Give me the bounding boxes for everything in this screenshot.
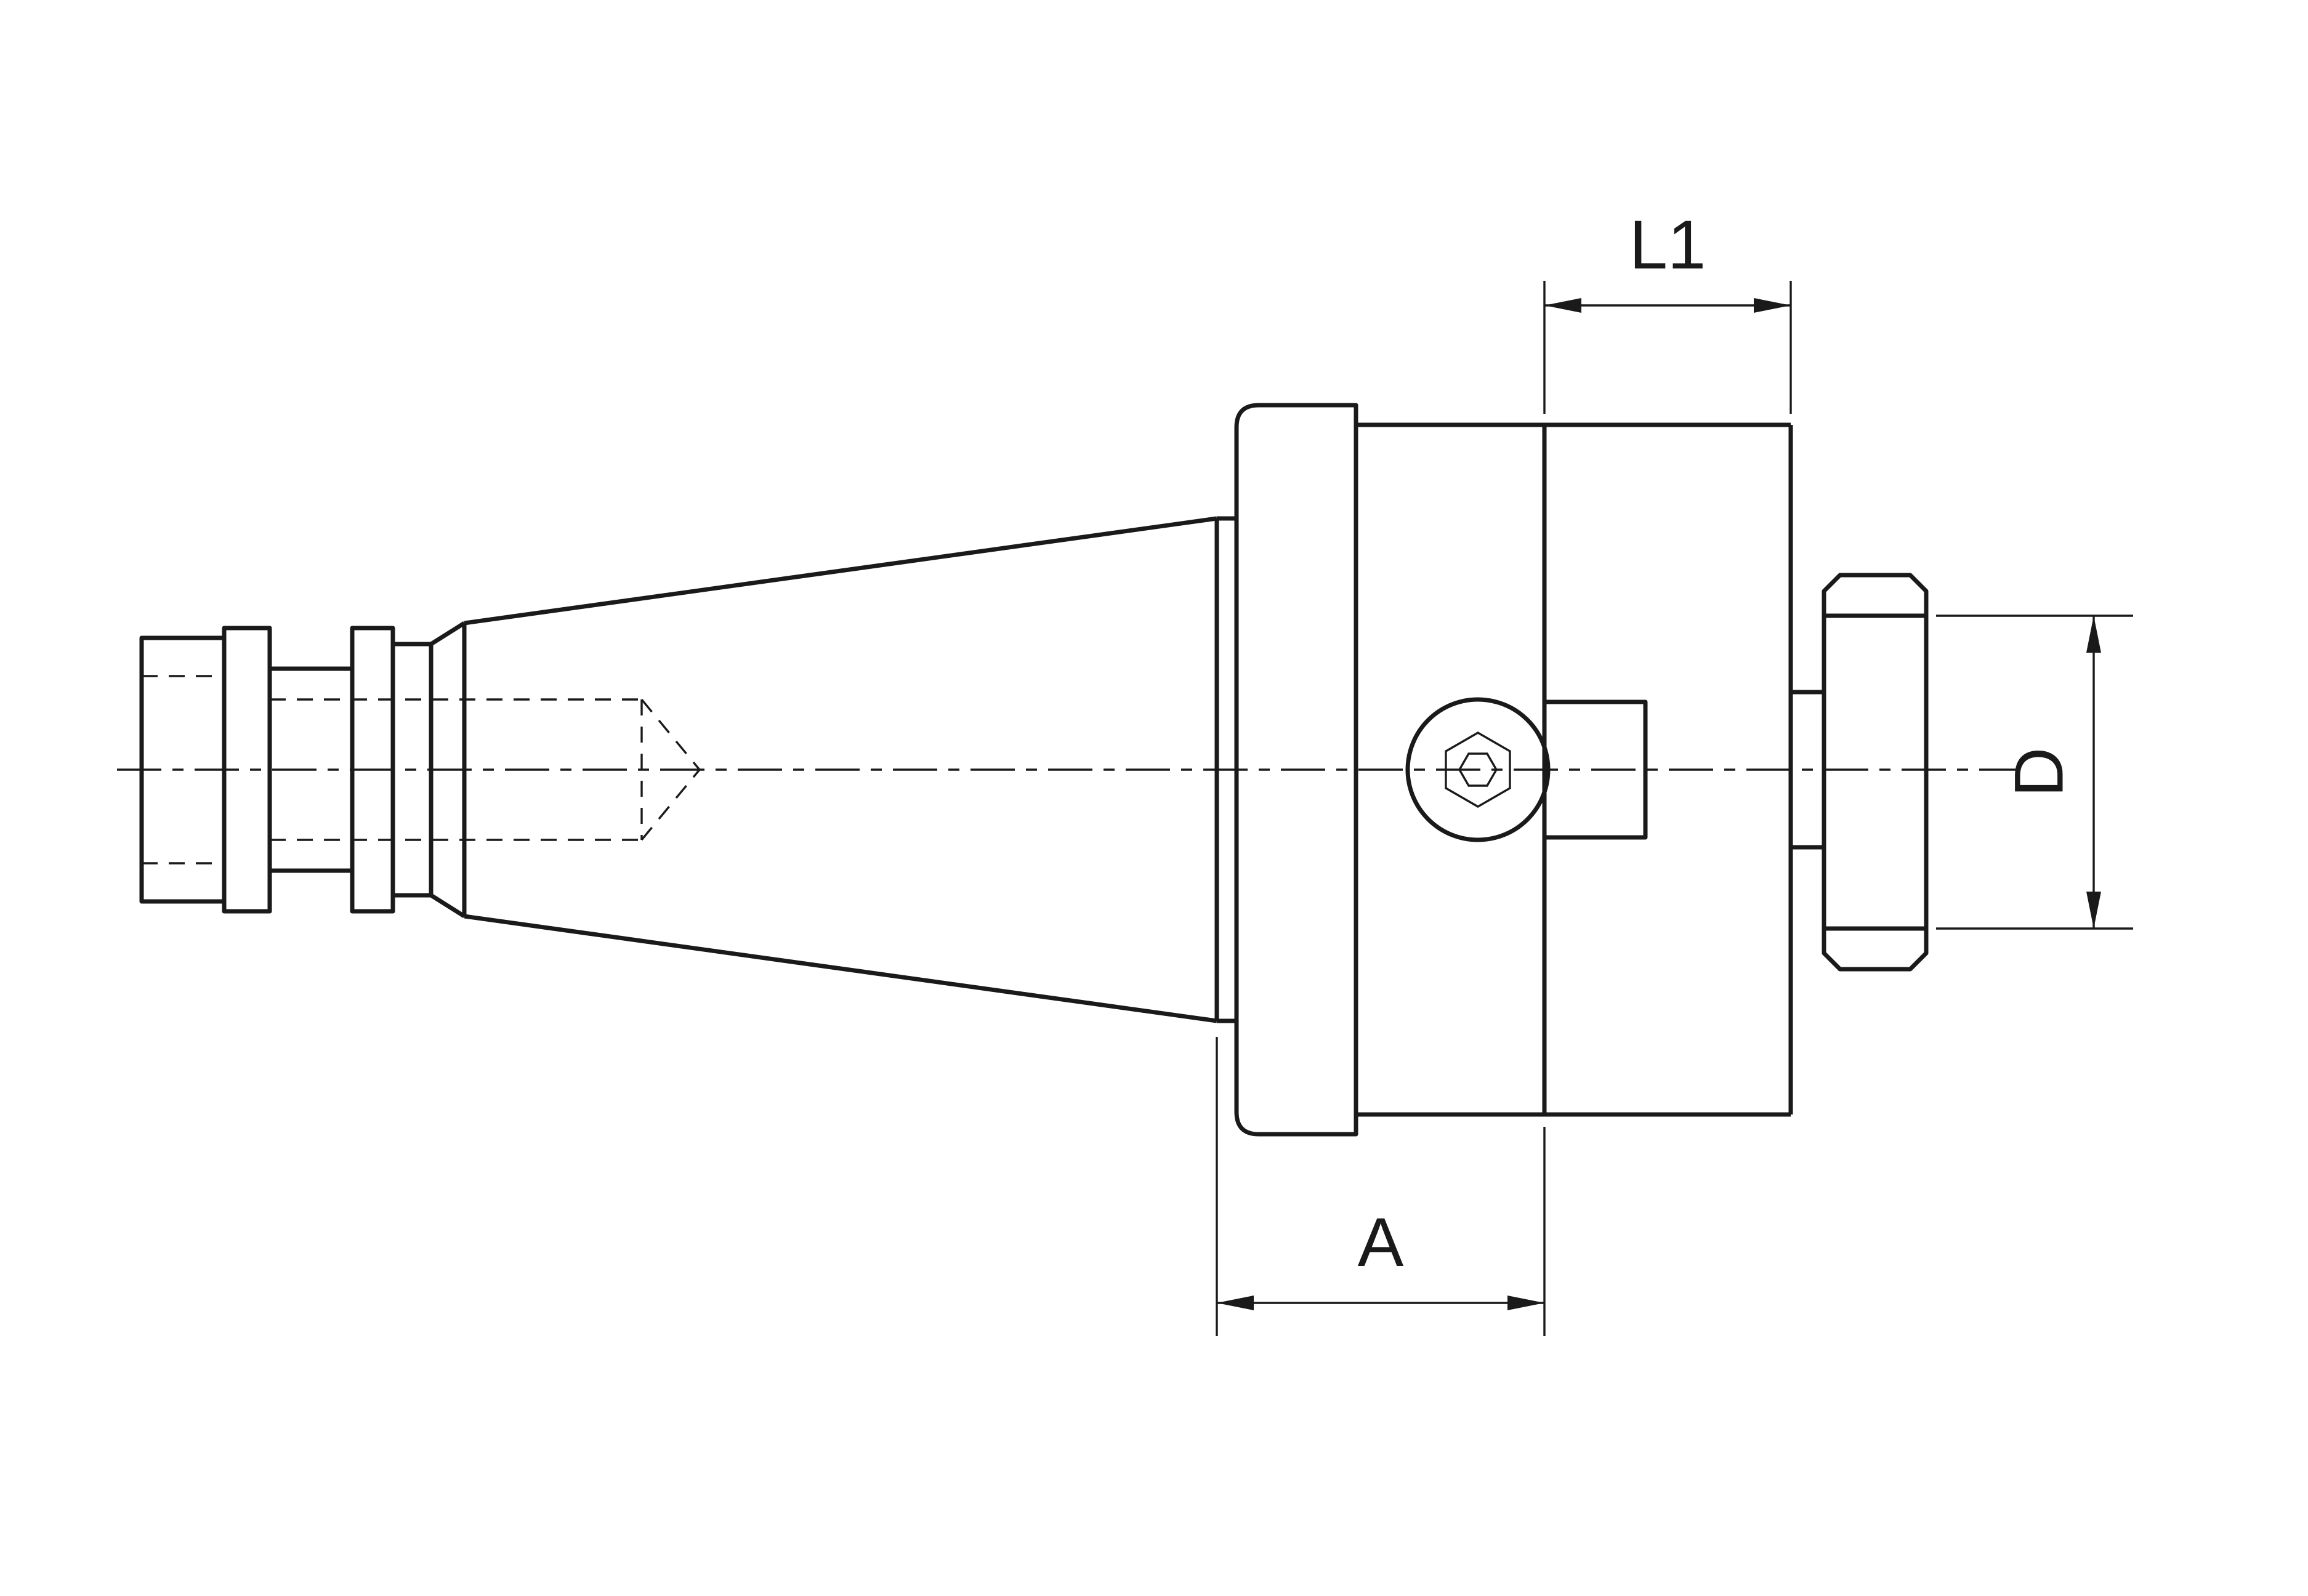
arrowhead-right [1507,1296,1544,1310]
rear-step [390,642,434,898]
arrowhead-left [1544,298,1581,313]
arbor-nut [1822,573,1929,972]
shank-rear-end [139,621,466,918]
arrowhead-bottom [2086,892,2101,929]
arbor-pilot [1791,690,1824,850]
set-screw [1405,697,1551,842]
taper-shank [462,516,1237,1023]
dimension-d: D [1936,615,2133,930]
dimension-a: A [1216,1037,1546,1336]
arrowhead-right [1754,298,1791,313]
dimension-label-d: D [2001,748,2078,797]
flange [1234,403,1358,1137]
hex-socket [1445,732,1511,808]
arrowhead-top [2086,616,2101,653]
holder-body [1356,422,1793,1117]
hidden-drawbar-bore [270,698,701,841]
dimension-l1: L1 [1543,206,1792,414]
drive-key [1542,699,1648,840]
dimension-label-l1: L1 [1629,206,1706,283]
dimension-label-a: A [1358,1204,1404,1281]
arrowhead-left [1217,1296,1254,1310]
